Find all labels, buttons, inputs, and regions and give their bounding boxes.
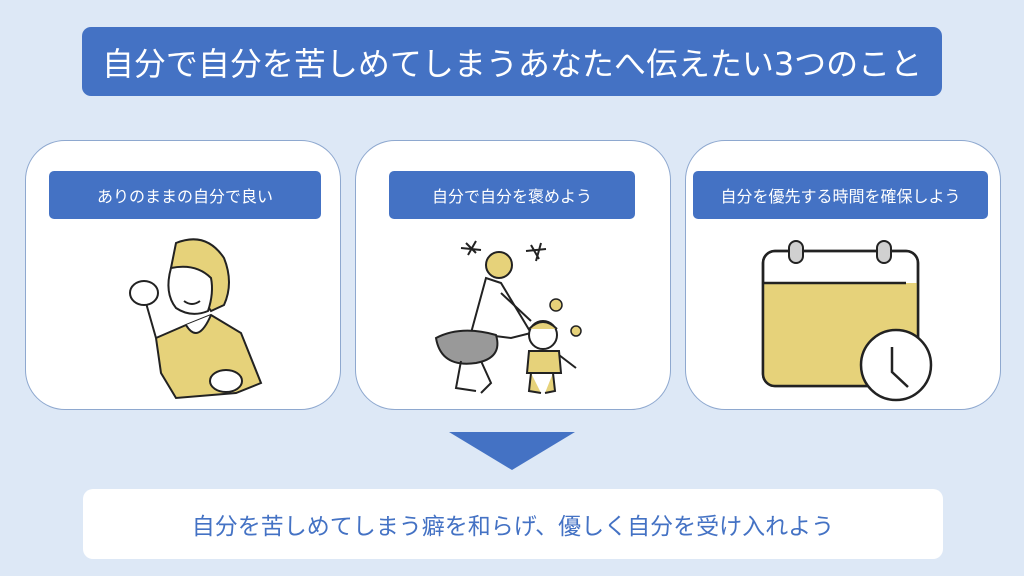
card-label: ありのままの自分で良い: [49, 171, 321, 219]
card-praise-yourself: 自分で自分を褒めよう: [355, 140, 671, 410]
card-label: 自分を優先する時間を確保しよう: [693, 171, 988, 219]
card-label: 自分で自分を褒めよう: [389, 171, 635, 219]
conclusion-box: 自分を苦しめてしまう癖を和らげ、優しく自分を受け入れよう: [83, 489, 943, 559]
down-arrow-icon: [449, 432, 575, 470]
woman-fist-pump-illustration: [129, 238, 263, 400]
card-accept-yourself: ありのままの自分で良い: [25, 140, 341, 410]
slide-title: 自分で自分を苦しめてしまうあなたへ伝えたい3つのこと: [82, 27, 942, 96]
card-prioritize-time: 自分を優先する時間を確保しよう: [685, 140, 1001, 410]
mother-praising-child-illustration: [434, 240, 582, 394]
calendar-clock-icon: [761, 240, 933, 402]
